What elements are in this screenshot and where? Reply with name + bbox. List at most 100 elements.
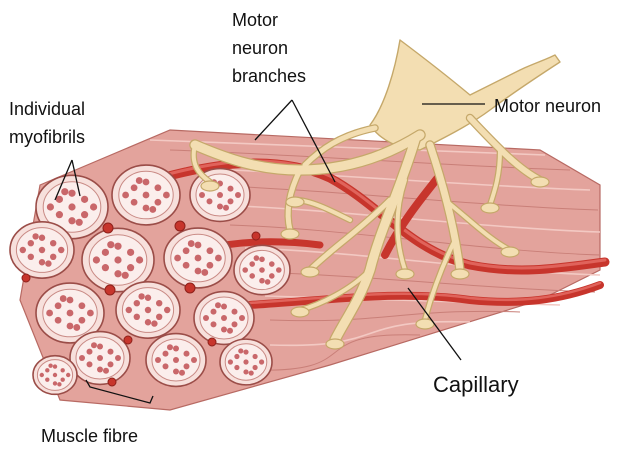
- myofibril: [20, 247, 26, 253]
- myofibril: [199, 192, 205, 198]
- myofibril: [195, 268, 202, 275]
- nerve-terminal: [396, 269, 414, 279]
- myofibril: [134, 314, 140, 320]
- myofibril: [66, 373, 70, 377]
- myofibril: [81, 196, 88, 203]
- myofibril: [68, 217, 75, 224]
- myofibril: [242, 267, 248, 273]
- capillary-cross-section: [103, 223, 113, 233]
- nerve-terminal: [451, 269, 469, 279]
- myofibril: [207, 198, 213, 204]
- myofibril: [93, 256, 100, 263]
- myofibril: [259, 359, 264, 364]
- myofibril: [143, 205, 150, 212]
- myofibril: [184, 351, 190, 357]
- myofibril: [228, 359, 233, 364]
- nerve-terminal: [291, 307, 309, 317]
- myofibril: [136, 256, 143, 263]
- myofibril: [151, 320, 157, 326]
- myofibril: [155, 199, 162, 206]
- fibre-end: [70, 332, 130, 385]
- myofibril: [87, 310, 94, 317]
- label-muscle-fibre: Muscle fibre: [41, 426, 138, 446]
- capillary-cross-section: [208, 338, 216, 346]
- myofibril: [79, 302, 86, 309]
- myofibril: [91, 342, 97, 348]
- myofibril: [102, 264, 109, 271]
- myofibril: [53, 373, 57, 377]
- myofibril: [201, 269, 208, 276]
- myofibril: [32, 233, 38, 239]
- myofibril: [223, 205, 229, 211]
- myofibril: [61, 368, 65, 372]
- myofibril: [269, 261, 275, 267]
- neuron-trunk: [370, 40, 560, 150]
- myofibril: [97, 366, 103, 372]
- myofibril: [102, 249, 109, 256]
- myofibril: [163, 192, 170, 199]
- myofibril: [131, 184, 138, 191]
- myofibril: [163, 351, 169, 357]
- myofibril: [67, 297, 74, 304]
- label-branches-line-2: neuron: [232, 38, 288, 58]
- myofibril: [243, 349, 248, 354]
- myofibril: [191, 357, 197, 363]
- myofibril: [57, 382, 61, 386]
- myofibril: [203, 315, 209, 321]
- label-capillary: Capillary: [433, 372, 519, 397]
- myofibril: [131, 199, 138, 206]
- myofibril: [249, 273, 255, 279]
- fibre-end: [116, 282, 180, 338]
- myofibril: [53, 381, 57, 385]
- myofibril: [122, 272, 129, 279]
- myofibril: [174, 255, 181, 262]
- myofibril: [221, 315, 227, 321]
- myofibril: [215, 255, 222, 262]
- myofibril: [207, 262, 214, 269]
- myofibril: [183, 247, 190, 254]
- myofibril: [163, 363, 169, 369]
- myofibril: [234, 365, 239, 370]
- myofibril: [67, 310, 74, 317]
- myofibril: [126, 307, 132, 313]
- myofibril: [127, 249, 134, 256]
- myofibril: [228, 198, 234, 204]
- myofibril: [173, 368, 179, 374]
- myofibril: [79, 317, 86, 324]
- capillary-cross-section: [105, 285, 115, 295]
- myofibril: [143, 192, 150, 199]
- myofibril: [253, 354, 258, 359]
- myofibril: [56, 211, 63, 218]
- myofibril: [195, 242, 202, 249]
- myofibril: [114, 256, 121, 263]
- nerve-terminal: [201, 181, 219, 191]
- nerve-terminal: [501, 247, 519, 257]
- myofibril: [39, 247, 45, 253]
- myofibril: [145, 307, 151, 313]
- myofibril: [76, 219, 83, 226]
- myofibril: [249, 261, 255, 267]
- fibre-end: [146, 334, 206, 387]
- myofibril: [155, 184, 162, 191]
- leader-branches-1: [255, 100, 292, 140]
- myofibril: [114, 243, 121, 250]
- myofibril: [173, 346, 179, 352]
- myofibril: [238, 348, 243, 353]
- myofibril: [68, 190, 75, 197]
- myofibril: [217, 192, 223, 198]
- myofibril: [39, 259, 45, 265]
- myofibril: [61, 377, 65, 381]
- myofibril: [53, 364, 57, 368]
- myofibril: [232, 309, 238, 315]
- myofibril: [73, 324, 80, 331]
- capillary-cross-section: [185, 283, 195, 293]
- capillary-cross-section: [22, 274, 30, 282]
- myofibril: [60, 295, 67, 302]
- label-myofibrils-line-2: myofibrils: [9, 127, 85, 147]
- myofibril: [145, 319, 151, 325]
- myofibril: [227, 328, 233, 334]
- myofibril: [97, 355, 103, 361]
- myofibril: [276, 267, 282, 273]
- myofibril: [48, 363, 52, 367]
- myofibril: [195, 255, 202, 262]
